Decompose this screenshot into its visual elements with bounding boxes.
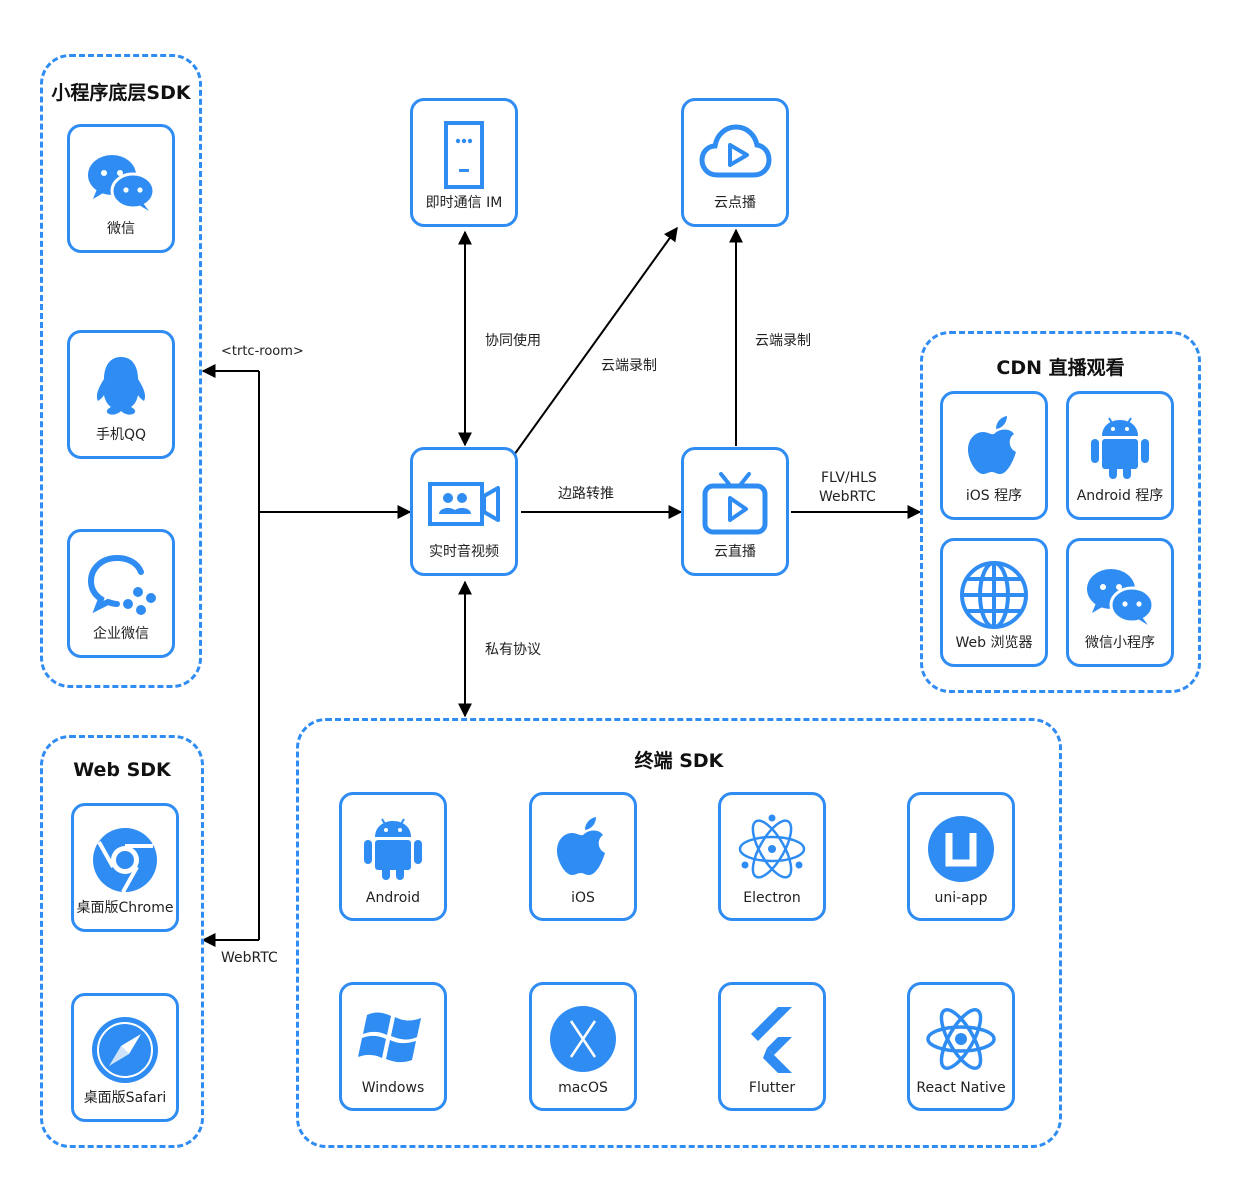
- windows-icon: [355, 1001, 431, 1077]
- card-terminal-electron[interactable]: Electron: [718, 792, 826, 921]
- tv-play-icon: [697, 466, 773, 542]
- card-label: 即时通信 IM: [425, 195, 503, 211]
- card-wechat[interactable]: 微信: [67, 124, 175, 253]
- wecom-icon: [83, 548, 159, 624]
- chrome-icon: [87, 822, 163, 898]
- card-label: Android: [365, 890, 421, 906]
- flutter-icon: [734, 1001, 810, 1077]
- card-label: 微信小程序: [1085, 635, 1155, 651]
- card-label: 企业微信: [93, 626, 149, 642]
- card-live[interactable]: 云直播: [681, 447, 789, 576]
- edge-label-cloud-record-2: 云端录制: [755, 333, 811, 349]
- card-terminal-android[interactable]: Android: [339, 792, 447, 921]
- card-label: 云点播: [714, 195, 756, 211]
- card-label: 桌面版Chrome: [76, 900, 174, 916]
- card-label: Electron: [743, 890, 801, 906]
- uni-app-icon: [923, 811, 999, 887]
- group-cdn: [920, 331, 1201, 693]
- edge-label-trtc-room: <trtc-room>: [221, 344, 304, 359]
- card-label: Windows: [361, 1080, 425, 1096]
- card-label: iOS 程序: [965, 488, 1023, 504]
- card-label: 微信: [107, 221, 135, 237]
- card-cdn-web[interactable]: Web 浏览器: [940, 538, 1048, 667]
- card-label: Web 浏览器: [955, 635, 1033, 651]
- card-terminal-uniapp[interactable]: uni-app: [907, 792, 1015, 921]
- card-terminal-macos[interactable]: macOS: [529, 982, 637, 1111]
- card-label: React Native: [916, 1080, 1006, 1096]
- edge-trtc-vod: [513, 226, 678, 456]
- edge-label-bypass-push: 边路转推: [558, 486, 614, 502]
- electron-atom-icon: [734, 811, 810, 887]
- wechat-icon: [1082, 557, 1158, 633]
- group-terminal-sdk: [296, 718, 1062, 1148]
- card-wecom[interactable]: 企业微信: [67, 529, 175, 658]
- card-cdn-ios[interactable]: iOS 程序: [940, 391, 1048, 520]
- group-mini-program-title: 小程序底层SDK: [51, 82, 191, 104]
- edge-label-webrtc-cdn: WebRTC: [819, 489, 876, 505]
- card-label: macOS: [558, 1080, 608, 1096]
- edge-label-cooperate: 协同使用: [485, 333, 541, 349]
- card-label: 实时音视频: [429, 544, 499, 560]
- edge-label-flv-hls: FLV/HLS: [821, 470, 877, 486]
- card-chrome[interactable]: 桌面版Chrome: [71, 803, 179, 932]
- wechat-icon: [83, 143, 159, 219]
- cloud-play-icon: [697, 117, 773, 193]
- group-mini-program: [40, 54, 202, 688]
- card-safari[interactable]: 桌面版Safari: [71, 993, 179, 1122]
- group-web-sdk: [40, 735, 204, 1148]
- qq-penguin-icon: [83, 349, 159, 425]
- android-icon: [355, 811, 431, 887]
- card-terminal-windows[interactable]: Windows: [339, 982, 447, 1111]
- phone-chat-icon: [426, 117, 502, 193]
- card-cdn-android[interactable]: Android 程序: [1066, 391, 1174, 520]
- react-atom-icon: [923, 1001, 999, 1077]
- card-terminal-react-native[interactable]: React Native: [907, 982, 1015, 1111]
- card-vod[interactable]: 云点播: [681, 98, 789, 227]
- card-label: Flutter: [748, 1080, 796, 1096]
- macos-x-icon: [545, 1001, 621, 1077]
- video-call-icon: [426, 466, 502, 542]
- group-web-sdk-title: Web SDK: [73, 759, 171, 781]
- card-label: Android 程序: [1076, 488, 1164, 504]
- card-trtc[interactable]: 实时音视频: [410, 447, 518, 576]
- globe-icon: [956, 557, 1032, 633]
- safari-compass-icon: [87, 1012, 163, 1088]
- apple-icon: [545, 811, 621, 887]
- apple-icon: [956, 410, 1032, 486]
- group-cdn-title: CDN 直播观看: [996, 357, 1125, 379]
- group-terminal-sdk-title: 终端 SDK: [634, 750, 724, 772]
- card-label: 桌面版Safari: [83, 1090, 167, 1106]
- card-terminal-ios[interactable]: iOS: [529, 792, 637, 921]
- card-terminal-flutter[interactable]: Flutter: [718, 982, 826, 1111]
- card-label: 手机QQ: [95, 427, 147, 443]
- edge-label-webrtc-left: WebRTC: [221, 950, 278, 966]
- edge-label-private-protocol: 私有协议: [485, 642, 541, 658]
- card-label: iOS: [571, 890, 595, 906]
- card-cdn-wxapp[interactable]: 微信小程序: [1066, 538, 1174, 667]
- card-qq[interactable]: 手机QQ: [67, 330, 175, 459]
- card-im[interactable]: 即时通信 IM: [410, 98, 518, 227]
- card-label: uni-app: [934, 890, 988, 906]
- android-icon: [1082, 410, 1158, 486]
- edge-label-cloud-record-1: 云端录制: [601, 358, 657, 374]
- card-label: 云直播: [714, 544, 756, 560]
